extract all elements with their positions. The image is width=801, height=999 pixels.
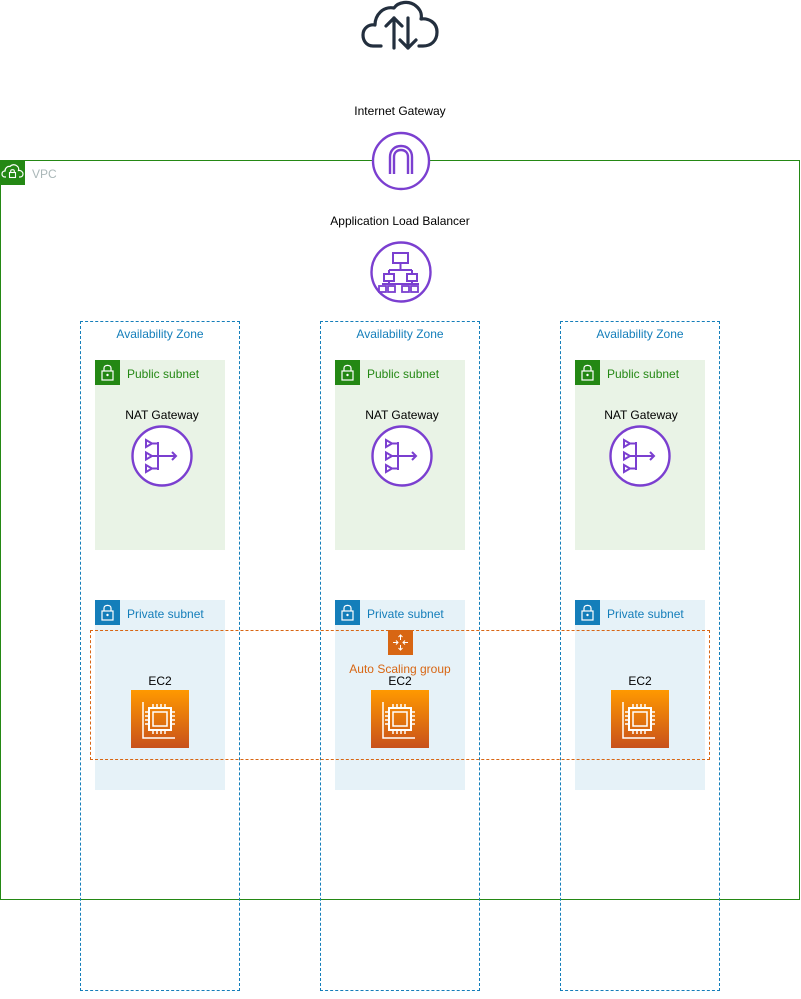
ec2-label: EC2 bbox=[148, 674, 172, 688]
private-subnet-lock-icon bbox=[575, 600, 600, 625]
nat-gateway-label: NAT Gateway bbox=[604, 408, 678, 422]
availability-zone-3 bbox=[560, 321, 720, 991]
public-subnet-lock-icon bbox=[95, 360, 120, 385]
nat-gateway-label: NAT Gateway bbox=[365, 408, 439, 422]
ec2-instance-icon bbox=[371, 690, 429, 748]
ec2-label: EC2 bbox=[628, 674, 652, 688]
nat-gateway-icon bbox=[131, 425, 193, 487]
availability-zone-2 bbox=[320, 321, 480, 991]
availability-zone-1 bbox=[80, 321, 240, 991]
availability-zone-label: Availability Zone bbox=[356, 327, 444, 341]
nat-gateway-icon bbox=[609, 425, 671, 487]
internet-gateway-icon bbox=[371, 131, 431, 191]
private-subnet-label: Private subnet bbox=[367, 607, 444, 621]
nat-gateway-icon bbox=[371, 425, 433, 487]
ec2-instance-icon bbox=[611, 690, 669, 748]
auto-scaling-icon bbox=[388, 630, 413, 655]
alb-label: Application Load Balancer bbox=[330, 214, 470, 228]
vpc-label: VPC bbox=[32, 167, 57, 181]
auto-scaling-group-label: Auto Scaling group bbox=[349, 662, 451, 676]
internet-gateway-label: Internet Gateway bbox=[354, 104, 446, 118]
ec2-label: EC2 bbox=[388, 674, 412, 688]
nat-gateway-label: NAT Gateway bbox=[125, 408, 199, 422]
ec2-instance-icon bbox=[131, 690, 189, 748]
availability-zone-label: Availability Zone bbox=[596, 327, 684, 341]
private-subnet-label: Private subnet bbox=[607, 607, 684, 621]
availability-zone-label: Availability Zone bbox=[116, 327, 204, 341]
cloud-upload-download-icon bbox=[361, 0, 439, 50]
public-subnet-label: Public subnet bbox=[127, 367, 200, 381]
public-subnet-label: Public subnet bbox=[607, 367, 680, 381]
vpc-icon bbox=[0, 160, 25, 185]
public-subnet-label: Public subnet bbox=[367, 367, 440, 381]
private-subnet-lock-icon bbox=[335, 600, 360, 625]
private-subnet-lock-icon bbox=[95, 600, 120, 625]
load-balancer-icon bbox=[370, 241, 432, 303]
public-subnet-lock-icon bbox=[575, 360, 600, 385]
public-subnet-lock-icon bbox=[335, 360, 360, 385]
private-subnet-label: Private subnet bbox=[127, 607, 204, 621]
